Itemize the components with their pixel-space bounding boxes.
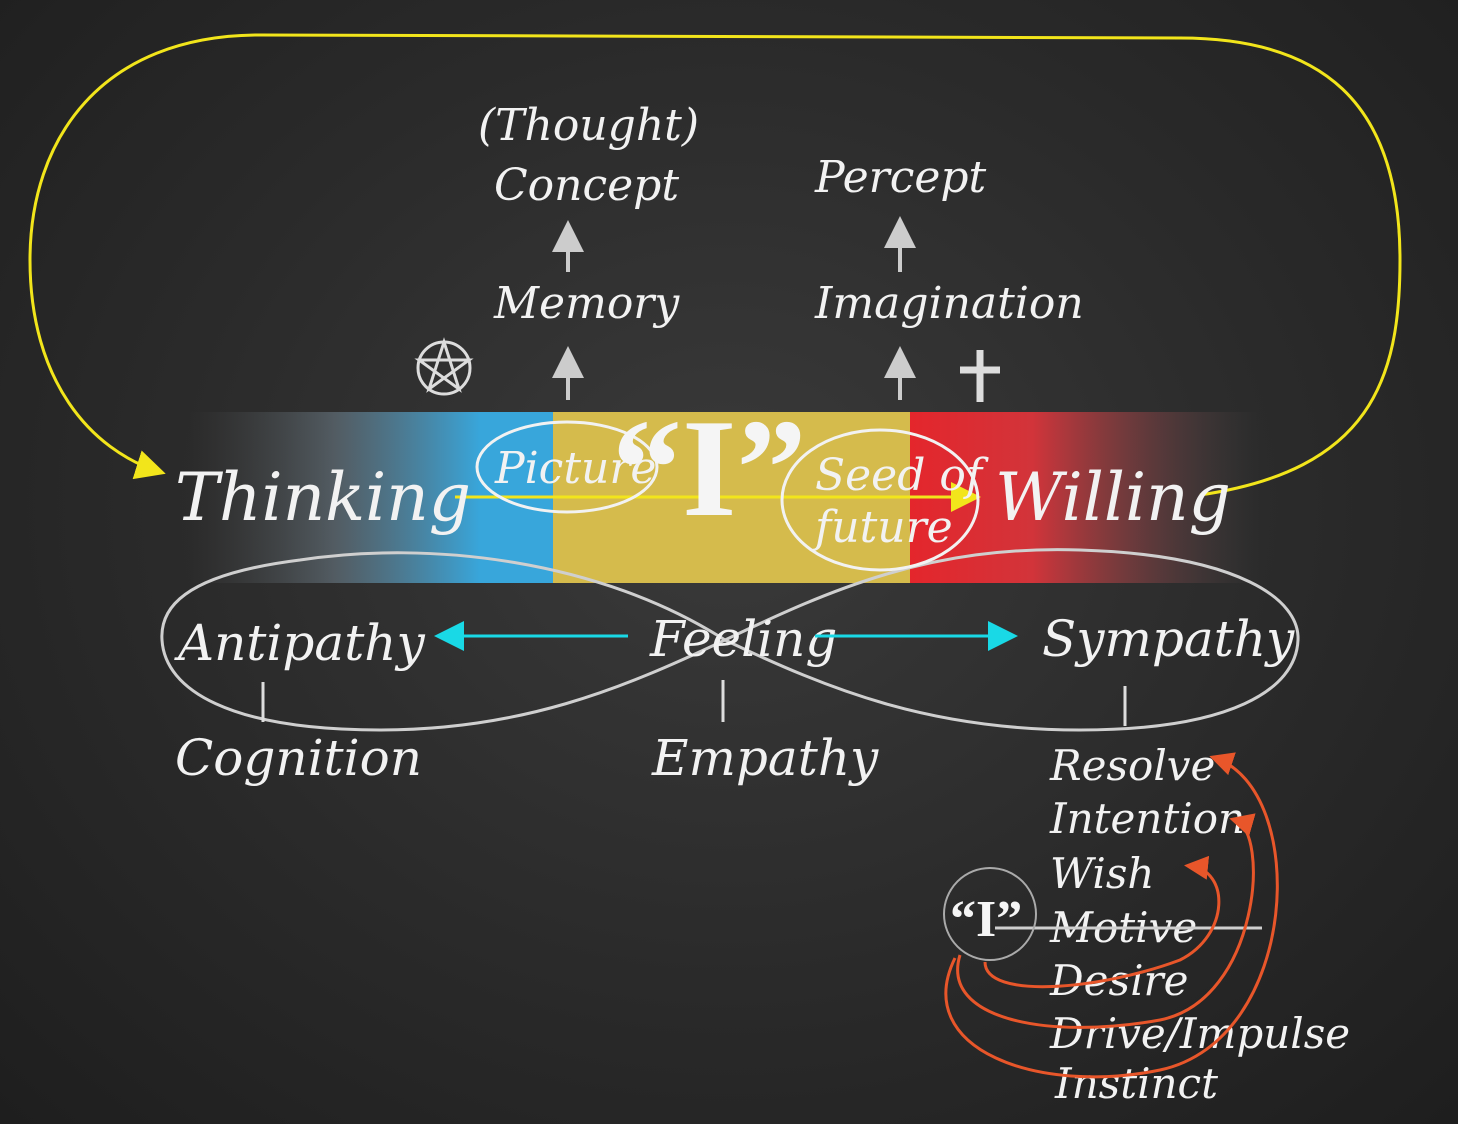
orange-arrows	[944, 752, 1279, 1079]
central-i-label: “I”	[612, 391, 806, 546]
cross-icon	[960, 350, 1000, 402]
small-i-circle	[943, 867, 1037, 961]
ladder-item-wish: Wish	[1050, 849, 1154, 898]
memory-label: Memory	[493, 278, 680, 329]
thought-label: (Thought)	[478, 100, 699, 151]
imagination-label: Imagination	[814, 278, 1084, 329]
cognition-label: Cognition	[175, 729, 422, 787]
picture-ellipse	[475, 420, 659, 514]
pentagram-icon	[414, 337, 474, 396]
yellow-loop-arrow	[28, 33, 1402, 497]
feeling-label: Feeling	[649, 610, 837, 668]
empathy-label: Empathy	[651, 729, 879, 787]
seed-label-line2: future	[812, 502, 953, 553]
antipathy-label: Antipathy	[174, 614, 426, 672]
ladder-item-intention: Intention	[1049, 794, 1245, 843]
upward-arrows	[552, 216, 916, 400]
concept-label: Concept	[494, 160, 679, 211]
picture-label: Picture	[494, 443, 656, 494]
percept-label: Percept	[814, 152, 987, 203]
sympathy-label: Sympathy	[1042, 610, 1295, 668]
will-ladder: Resolve Intention Wish Motive Desire Dri…	[943, 741, 1350, 1108]
instinct-to-resolve-arrow	[944, 752, 1279, 1079]
thinking-label: Thinking	[175, 459, 471, 536]
seed-ellipse	[780, 428, 980, 572]
ladder-item-instinct: Instinct	[1054, 1059, 1218, 1108]
connector-ticks	[261, 680, 1127, 726]
willing-label: Willing	[995, 459, 1231, 536]
ladder-item-drive-impulse: Drive/Impulse	[1049, 1009, 1350, 1058]
seed-label-line1: Seed of	[815, 450, 989, 501]
desire-to-wish-arrow	[983, 855, 1221, 989]
ladder-item-resolve: Resolve	[1049, 741, 1215, 790]
small-i-label: “I”	[950, 891, 1022, 948]
lemniscate-outline	[160, 548, 1300, 732]
drive-to-intention-arrow	[956, 813, 1256, 1029]
